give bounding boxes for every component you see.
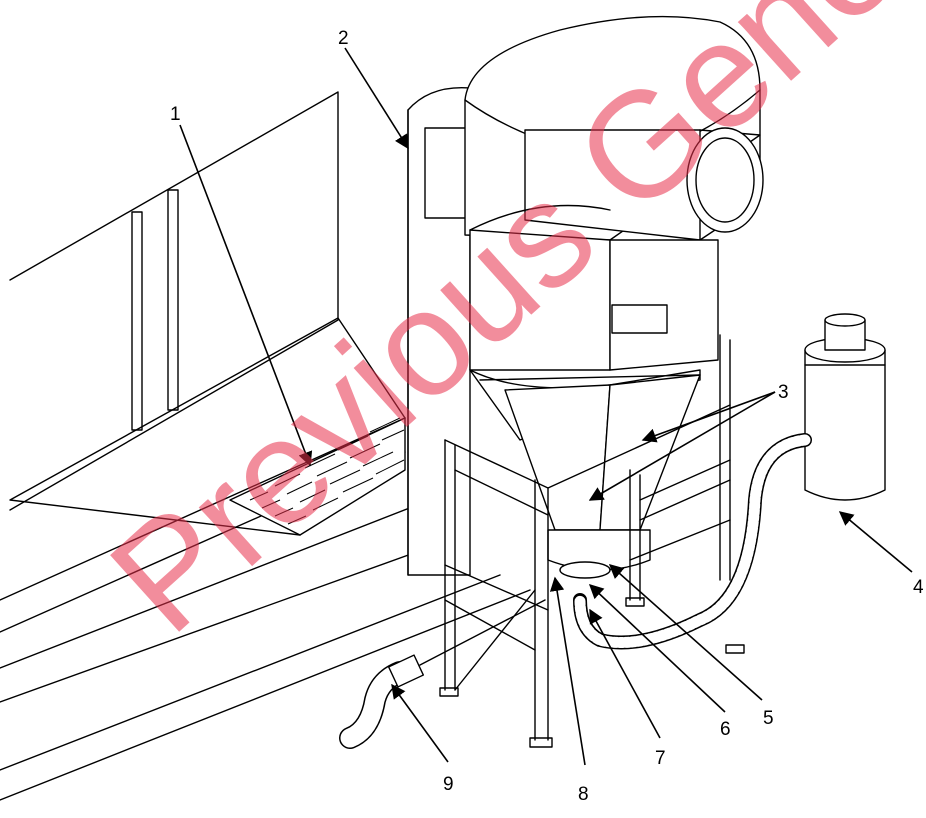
- cyclone-housing: [464, 15, 764, 579]
- leader-lines: [179, 47, 913, 766]
- callout-labels: 1 2 3 4 5 6 7 8 9: [170, 28, 924, 805]
- callout-9: 9: [443, 774, 454, 795]
- callout-5: 5: [763, 708, 774, 729]
- spray-booth: [0, 91, 531, 801]
- callout-4: 4: [913, 577, 924, 598]
- support-frame: [439, 334, 745, 748]
- floor-grate: [249, 417, 405, 525]
- callout-7: 7: [655, 748, 666, 769]
- callout-2: 2: [338, 28, 349, 49]
- callout-6: 6: [720, 719, 731, 740]
- callout-1: 1: [170, 104, 181, 125]
- callout-3: 3: [778, 382, 789, 403]
- flex-hose: [573, 433, 812, 650]
- collection-canister: [804, 313, 886, 501]
- supply-hose: [339, 599, 546, 749]
- callout-8: 8: [578, 784, 589, 805]
